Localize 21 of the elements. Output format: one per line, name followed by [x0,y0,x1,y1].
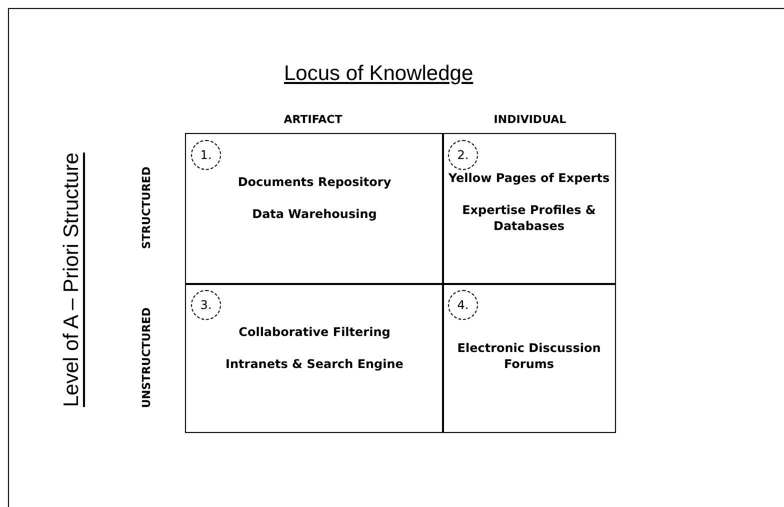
matrix-cell [442,133,616,285]
cell-text: Yellow Pages of Experts [448,170,610,186]
row-heading: UNSTRUCTURED [140,306,153,410]
matrix-cell [185,133,444,285]
row-heading: STRUCTURED [140,166,153,252]
number-circle: 2. [448,140,478,170]
cell-text: Expertise Profiles & Databases [461,202,597,234]
cell-text: Intranets & Search Engine [226,356,404,372]
cell-text: Data Warehousing [252,206,377,222]
cell-text: Collaborative Filtering [238,324,390,340]
cell-text: Documents Repository [238,174,392,190]
number-circle: 4. [448,290,478,320]
axis-title: Level of A – Priori Structure [60,152,84,410]
column-heading: ARTIFACT [284,113,342,126]
number-circle: 3. [191,290,221,320]
matrix-cell [442,283,616,433]
matrix-cell [185,283,444,433]
column-heading: INDIVIDUAL [494,113,566,126]
axis-title: Locus of Knowledge [284,62,474,86]
number-circle: 1. [191,140,221,170]
cell-text: Electronic Discussion Forums [456,340,602,372]
